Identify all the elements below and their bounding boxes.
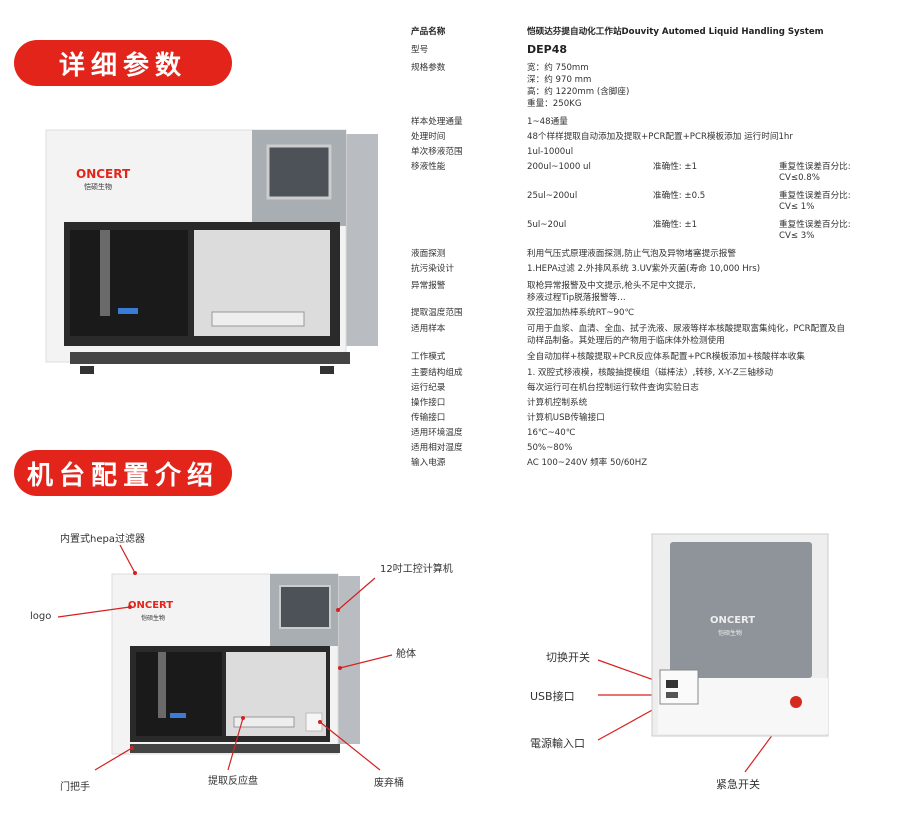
spec-value: 可用于血浆、血清、全血、拭子洗液、尿液等样本核酸提取富集纯化，PCR配置及自 [527, 324, 845, 334]
spec-value: 利用气压式原理液面探测,防止气泡及异物堵塞提示报警 [527, 249, 736, 259]
spec-value: 16℃~40℃ [527, 428, 576, 438]
machine-config-image [111, 573, 360, 755]
callout-power: 電源輸入口 [530, 737, 585, 750]
spec-label: 适用环境温度 [411, 428, 463, 438]
machine3-logo-sub: 恺硕生物 [718, 630, 743, 637]
callout-computer: 12吋工控计算机 [380, 564, 453, 575]
dims-line: 高：约 1220mm (含脚座) [527, 87, 630, 97]
spec-label: 适用相对湿度 [411, 443, 463, 453]
machine2-logo: ONCERT [128, 600, 174, 611]
spec-label: 运行纪录 [411, 383, 446, 393]
section-title-config: 机台配置介绍 [14, 450, 232, 496]
spec-value: 1~48通量 [527, 117, 568, 127]
spec-label: 型号 [411, 45, 429, 55]
spec-value: 1.HEPA过滤 2.外排风系统 3.UV紫外灭菌(寿命 10,000 Hrs) [527, 264, 761, 274]
spec-value: 恺硕达芬提自动化工作站Douvity Automed Liquid Handli… [527, 27, 824, 37]
callout-logo: logo [30, 611, 52, 622]
spec-value: 计算机控制系统 [527, 398, 588, 408]
spec-label: 产品名称 [411, 27, 446, 37]
spec-value: 双控温加热棒系统RT~90℃ [527, 308, 635, 318]
perf-accuracy: 准确性: ±1 [653, 220, 698, 230]
perf-cv: CV≤ 3% [779, 231, 815, 241]
spec-value: 48个样样提取自动添加及提取+PCR配置+PCR模板添加 运行时间1hr [527, 132, 793, 142]
spec-value: AC 100~240V 频率 50/60HZ [527, 458, 648, 468]
spec-value: 计算机USB传输接口 [527, 413, 605, 423]
perf-accuracy: 准确性: ±0.5 [653, 191, 706, 201]
callout-waste: 废弃桶 [374, 778, 404, 789]
machine-back-image [651, 533, 829, 737]
machine2-logo-sub: 恺硕生物 [141, 615, 166, 622]
model-value: DEP48 [527, 43, 568, 56]
dims-line: 深：约 970 mm [527, 75, 592, 85]
spec-value: 每次运行可在机台控制运行软件查询实验日志 [527, 383, 699, 393]
machine-front-image [45, 129, 378, 374]
spec-value: 50%~80% [527, 443, 573, 453]
machine3-logo: ONCERT [710, 615, 756, 626]
callout-hepa: 内置式hepa过滤器 [60, 534, 145, 545]
spec-label: 液面探测 [411, 249, 446, 259]
perf-cv-title: 重复性误差百分比: [779, 162, 851, 172]
spec-label: 传输接口 [411, 413, 446, 423]
spec-label: 操作接口 [411, 398, 446, 408]
perf-accuracy: 准确性: ±1 [653, 162, 698, 172]
spec-value: 1ul-1000ul [527, 147, 574, 157]
callout-usb: USB接口 [530, 690, 575, 703]
perf-range: 200ul~1000 ul [527, 162, 591, 172]
dims-line: 重量：250KG [527, 99, 582, 109]
perf-range: 5ul~20ul [527, 220, 567, 230]
spec-label: 工作模式 [411, 352, 446, 362]
perf-range: 25ul~200ul [527, 191, 578, 201]
callout-switch: 切换开关 [546, 651, 590, 664]
spec-label: 抗污染设计 [411, 264, 454, 274]
machine1-logo: ONCERT [76, 167, 131, 181]
callout-cabin: 舱体 [396, 649, 416, 660]
callout-tray: 提取反应盘 [208, 776, 258, 787]
spec-label: 单次移液范围 [411, 147, 463, 157]
spec-label: 移液性能 [411, 162, 446, 172]
spec-label: 异常报警 [411, 281, 446, 291]
spec-label: 处理时间 [411, 132, 446, 142]
spec-label: 提取温度范围 [411, 308, 463, 318]
spec-label: 适用样本 [411, 324, 446, 334]
spec-label: 输入电源 [411, 458, 446, 468]
callout-handle: 门把手 [60, 782, 90, 793]
spec-label: 样本处理通量 [411, 117, 463, 127]
spec-label: 主要结构组成 [411, 368, 463, 378]
section-title-params: 详细参数 [14, 40, 232, 86]
spec-label: 规格参数 [411, 63, 446, 73]
spec-value: 动样品制备。其处理后的产物用于临床体外检测使用 [527, 336, 725, 346]
spec-value: 1. 双腔式移液模，核酸抽提模组（磁棒法）,转移, X-Y-Z三轴移动 [527, 368, 774, 378]
perf-cv-title: 重复性误差百分比: [779, 220, 851, 230]
spec-value: 全自动加样+核酸提取+PCR反应体系配置+PCR模板添加+核酸样本收集 [527, 352, 805, 362]
perf-cv: CV≤ 1% [779, 202, 815, 212]
spec-value: 移液过程Tip脱落报警等… [527, 293, 626, 303]
perf-cv: CV≤0.8% [779, 173, 820, 183]
callout-estop: 紧急开关 [716, 778, 760, 791]
perf-cv-title: 重复性误差百分比: [779, 191, 851, 201]
machine1-logo-sub: 恺硕生物 [84, 183, 112, 191]
spec-value: 取枪异常报警及中文提示,枪头不足中文提示, [527, 281, 696, 291]
dims-line: 宽：约 750mm [527, 63, 589, 73]
